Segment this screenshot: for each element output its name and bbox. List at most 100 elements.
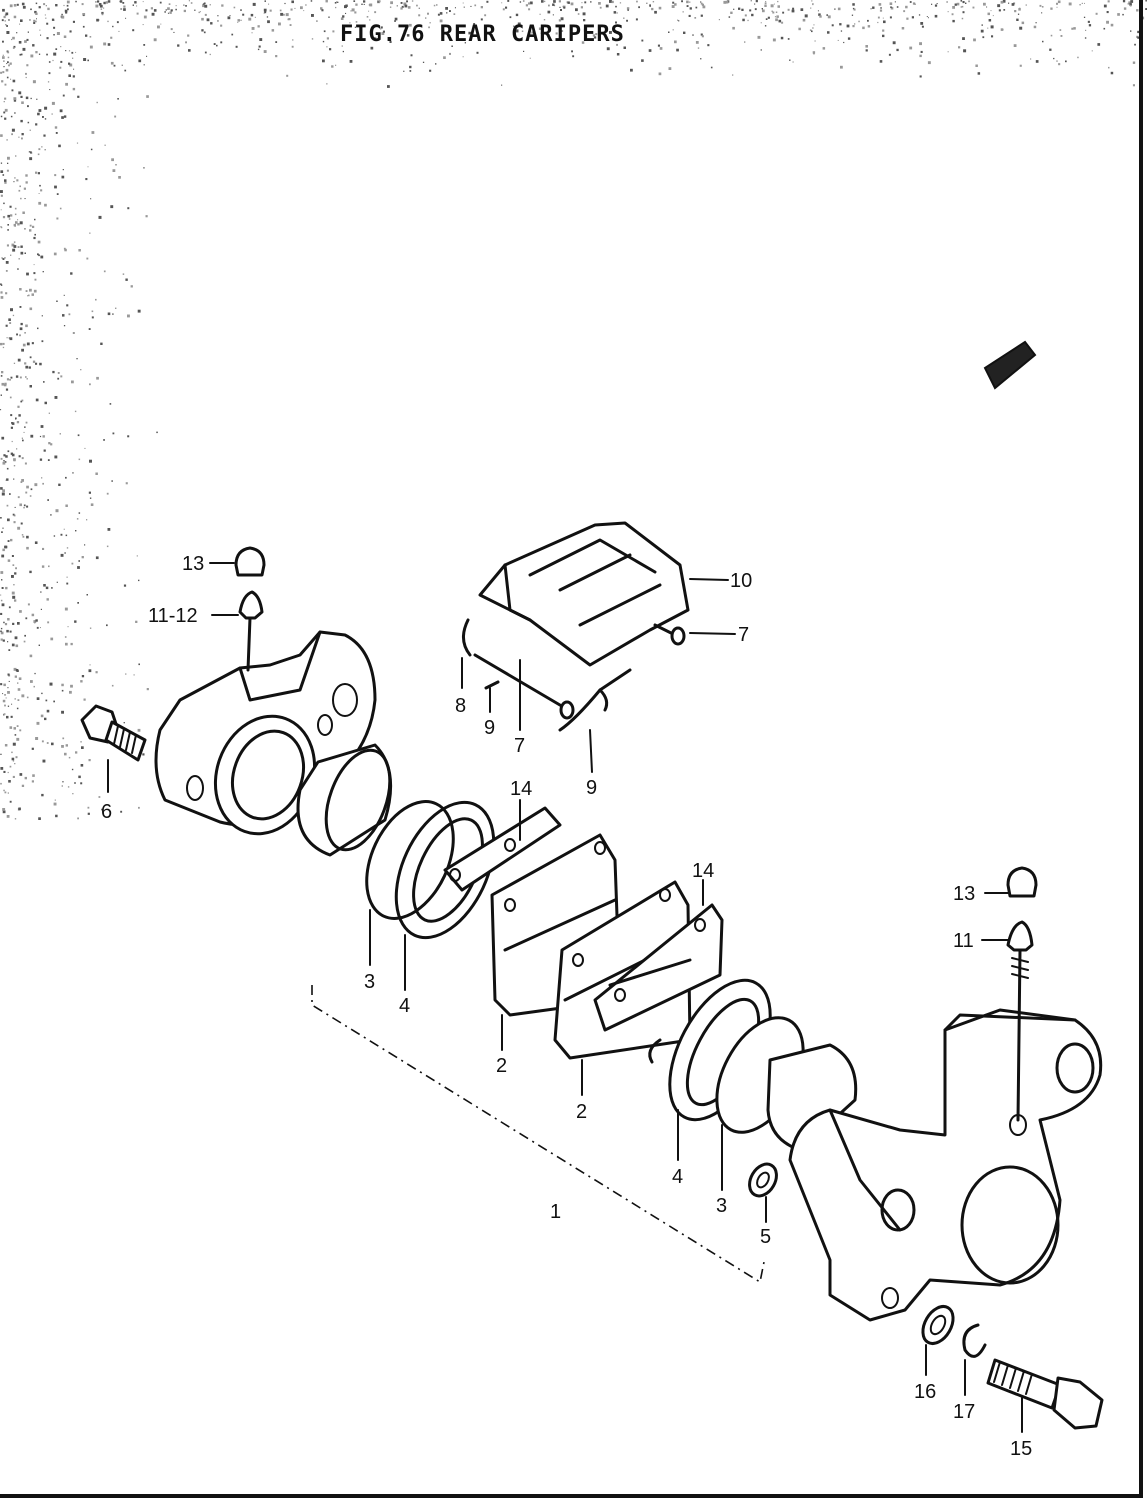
- noise-dot: [1018, 8, 1021, 11]
- noise-dot: [14, 734, 17, 736]
- noise-dot: [77, 95, 80, 98]
- noise-dot: [635, 18, 638, 21]
- noise-dot: [98, 796, 101, 798]
- noise-dot: [0, 612, 3, 615]
- part-3-piston-right: [715, 1016, 858, 1152]
- noise-dot: [814, 40, 816, 42]
- noise-dot: [919, 42, 922, 46]
- noise-dot: [1000, 0, 1004, 4]
- noise-dot: [3, 770, 6, 773]
- noise-dot: [373, 36, 377, 40]
- noise-dot: [334, 2, 337, 4]
- noise-dot: [320, 7, 323, 10]
- noise-dot: [0, 683, 3, 686]
- noise-dot: [638, 6, 640, 9]
- noise-dot: [810, 7, 812, 9]
- noise-dot: [394, 20, 396, 22]
- noise-dot: [96, 376, 99, 380]
- noise-dot: [3, 714, 5, 716]
- noise-dot: [13, 223, 16, 227]
- noise-dot: [329, 48, 332, 51]
- noise-dot: [64, 248, 67, 252]
- noise-dot: [387, 85, 390, 88]
- noise-dot: [1130, 0, 1134, 3]
- noise-dot: [1145, 0, 1147, 2]
- noise-dot: [418, 7, 420, 9]
- noise-dot: [60, 553, 64, 557]
- noise-dot: [14, 177, 16, 179]
- noise-dot: [425, 17, 427, 19]
- noise-dot: [53, 535, 56, 537]
- noise-dot: [136, 12, 139, 15]
- noise-dot: [773, 3, 775, 5]
- noise-dot: [781, 21, 784, 24]
- noise-dot: [116, 21, 119, 24]
- part-13-cap-left: [234, 546, 266, 577]
- noise-dot: [175, 8, 177, 11]
- noise-dot: [920, 22, 924, 25]
- noise-dot: [199, 11, 201, 13]
- noise-dot: [909, 46, 913, 50]
- noise-dot: [66, 582, 69, 585]
- noise-dot: [233, 6, 236, 9]
- noise-dot: [39, 458, 43, 461]
- noise-dot: [38, 148, 41, 151]
- noise-dot: [540, 32, 542, 34]
- noise-dot: [183, 4, 185, 6]
- noise-dot: [20, 522, 23, 525]
- noise-dot: [37, 172, 40, 175]
- noise-dot: [368, 10, 370, 12]
- noise-dot: [138, 579, 140, 582]
- noise-dot: [167, 7, 170, 10]
- noise-dot: [654, 10, 657, 14]
- noise-dot: [240, 19, 242, 21]
- noise-dot: [852, 3, 855, 6]
- noise-dot: [12, 742, 16, 746]
- noise-dot: [201, 29, 204, 32]
- noise-dot: [61, 683, 64, 687]
- noise-dot: [111, 158, 114, 162]
- noise-dot: [583, 19, 586, 22]
- part-11-bleeder-left: [238, 590, 264, 672]
- noise-dot: [765, 18, 768, 20]
- noise-dot: [13, 727, 16, 730]
- noise-dot: [3, 111, 6, 114]
- noise-dot: [2, 489, 5, 493]
- noise-dot: [138, 59, 142, 63]
- callout-5: 5: [760, 1226, 771, 1248]
- noise-dot: [89, 383, 91, 386]
- noise-dot: [107, 528, 111, 531]
- noise-dot: [3, 789, 5, 792]
- noise-dot: [353, 0, 356, 3]
- noise-dot: [20, 119, 23, 123]
- noise-dot: [1, 579, 3, 581]
- noise-dot: [33, 264, 35, 266]
- noise-dot: [577, 13, 580, 15]
- noise-dot: [286, 74, 289, 77]
- noise-dot: [1084, 37, 1087, 39]
- noise-dot: [61, 745, 64, 748]
- part-17-circlip: [962, 1323, 987, 1358]
- noise-dot: [35, 171, 38, 174]
- noise-dot: [505, 6, 508, 9]
- noise-dot: [5, 270, 8, 272]
- noise-dot: [50, 637, 54, 641]
- noise-dot: [240, 9, 242, 11]
- noise-dot: [0, 627, 3, 630]
- noise-dot: [960, 0, 963, 2]
- noise-dot: [1, 80, 4, 83]
- noise-dot: [21, 479, 24, 482]
- noise-dot: [127, 314, 130, 318]
- noise-dot: [409, 23, 412, 27]
- noise-dot: [38, 644, 40, 646]
- noise-dot: [12, 513, 15, 516]
- noise-dot: [1108, 66, 1110, 69]
- noise-dot: [7, 673, 10, 676]
- noise-dot: [581, 41, 585, 44]
- noise-dot: [248, 17, 252, 21]
- noise-dot: [25, 376, 27, 378]
- noise-dot: [217, 15, 219, 17]
- noise-dot: [97, 0, 100, 3]
- noise-dot: [1025, 4, 1027, 6]
- noise-dot: [47, 621, 50, 624]
